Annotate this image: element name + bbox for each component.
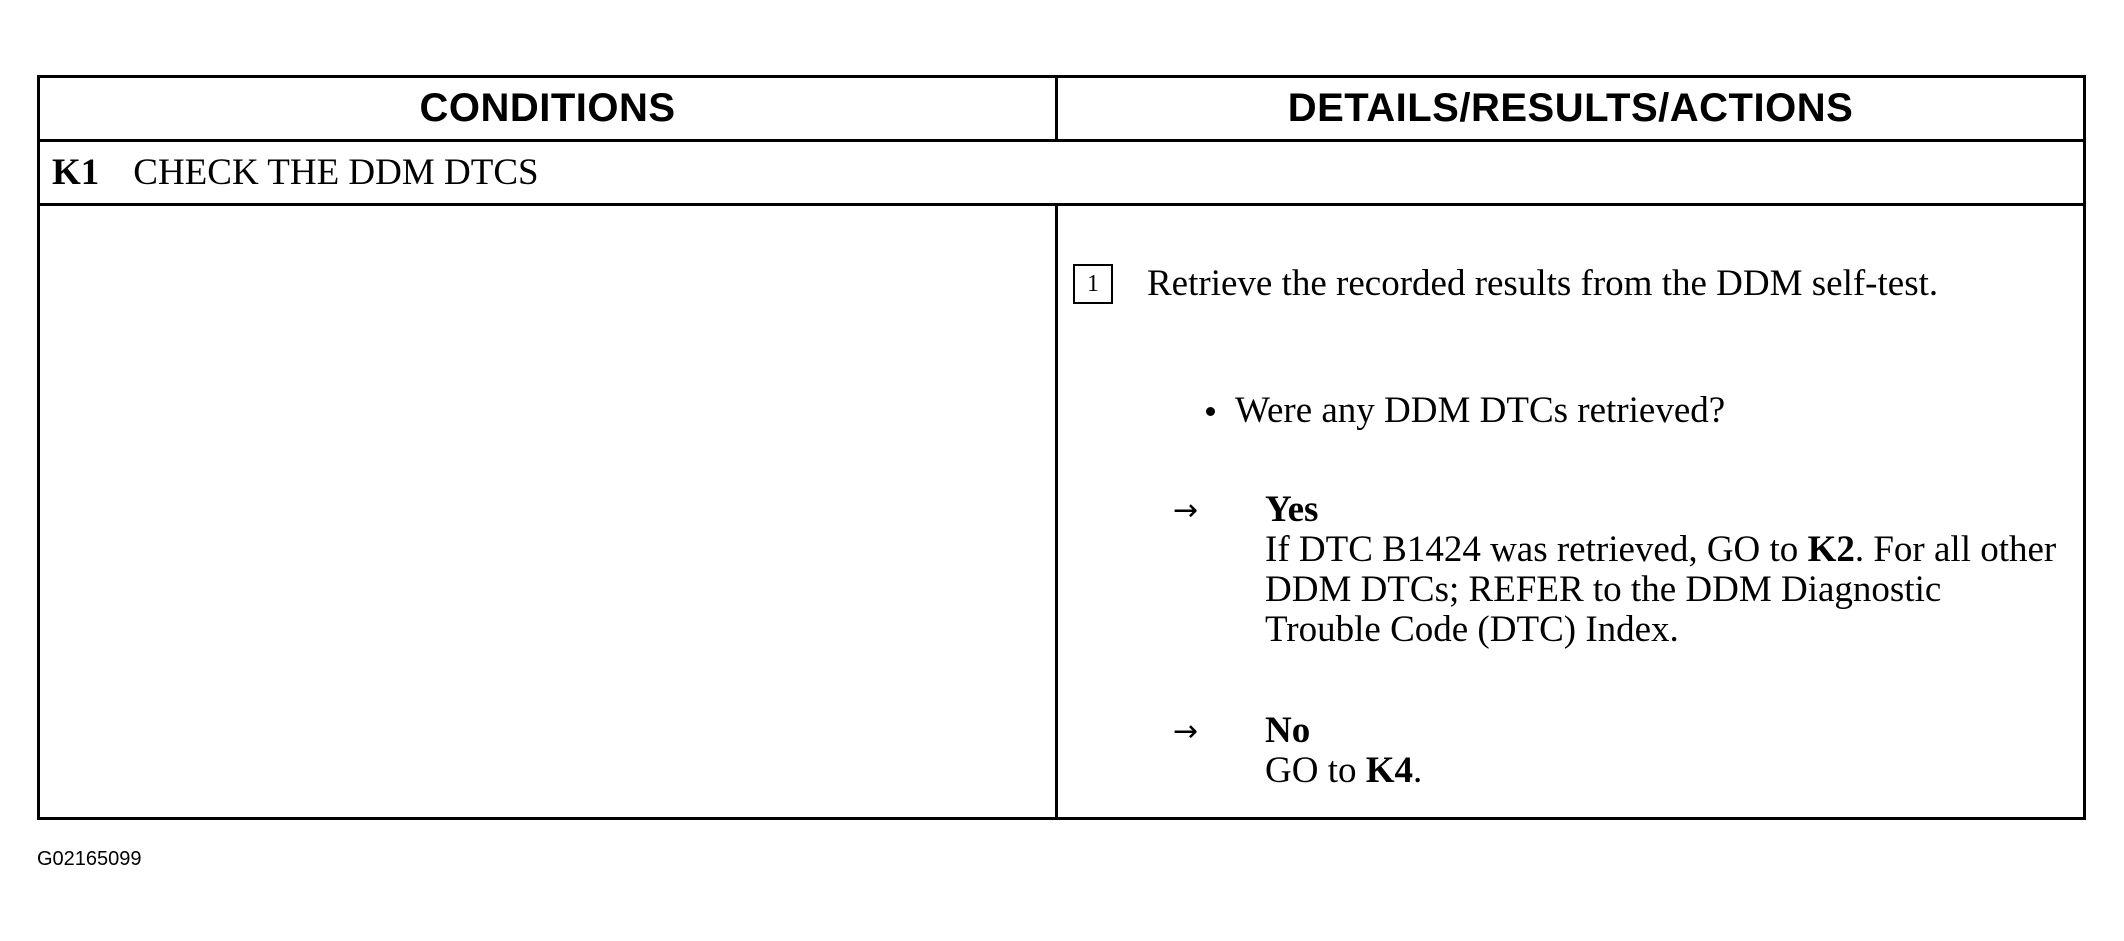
- question-text: Were any DDM DTCs retrieved?: [1235, 390, 1726, 431]
- figure-id: G02165099: [37, 848, 142, 870]
- conditions-header: CONDITIONS: [419, 86, 676, 130]
- diagnostic-table: CONDITIONS DETAILS/RESULTS/ACTIONS K1 CH…: [37, 75, 2086, 820]
- body-column-divider: [1055, 206, 1058, 817]
- step-title-row: K1 CHECK THE DDM DTCS: [40, 142, 2083, 206]
- k2-reference: K2: [1807, 529, 1855, 570]
- header-column-divider: [1055, 78, 1058, 142]
- conditions-cell: [40, 206, 1055, 817]
- no-label: No: [1265, 710, 1311, 751]
- step-title-text: CHECK THE DDM DTCS: [133, 152, 539, 193]
- bullet-icon: [1206, 407, 1215, 416]
- yes-text-before: If DTC B1424 was retrieved, GO to: [1265, 529, 1808, 570]
- yes-label: Yes: [1265, 489, 1319, 530]
- no-arrow-icon: →: [1173, 714, 1199, 749]
- step-body-row: 1 Retrieve the recorded results from the…: [40, 206, 2083, 817]
- step-number-box: 1: [1073, 264, 1113, 304]
- no-text-before: GO to: [1265, 750, 1366, 791]
- yes-result-text: If DTC B1424 was retrieved, GO to K2. Fo…: [1265, 530, 2065, 650]
- no-result-text: GO to K4.: [1265, 751, 2065, 791]
- yes-arrow-icon: →: [1173, 493, 1199, 528]
- instruction-text: Retrieve the recorded results from the D…: [1147, 263, 1939, 304]
- table-header-row: CONDITIONS DETAILS/RESULTS/ACTIONS: [40, 78, 2083, 142]
- step-id: K1: [52, 152, 100, 193]
- details-results-actions-header: DETAILS/RESULTS/ACTIONS: [1287, 86, 1854, 130]
- yes-text-after: . For all other DDM DTCs; REFER to the D…: [1265, 529, 2057, 650]
- no-text-after: .: [1413, 750, 1423, 791]
- k4-reference: K4: [1365, 750, 1414, 791]
- step-title: K1 CHECK THE DDM DTCS: [52, 142, 539, 203]
